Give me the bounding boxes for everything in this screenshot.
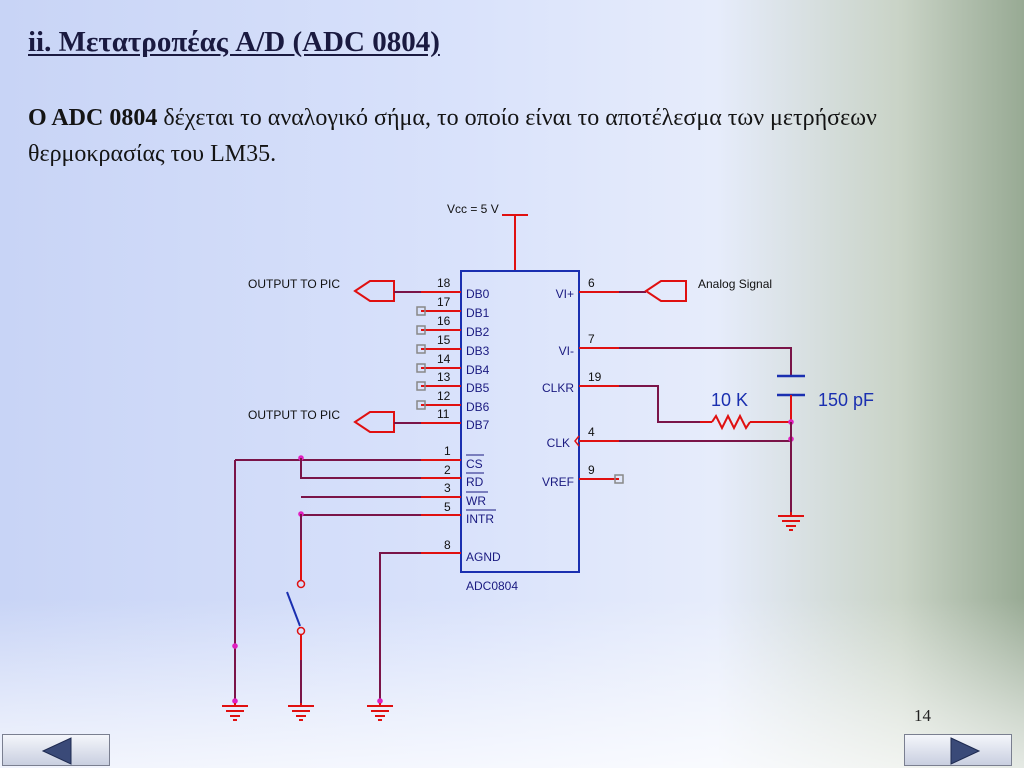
- next-slide-button[interactable]: [904, 734, 1012, 766]
- background-wash: [0, 598, 1024, 768]
- resistor-label: 10 K: [711, 390, 748, 410]
- slide-paragraph: O ADC 0804 δέχεται το αναλογικό σήμα, το…: [28, 100, 928, 172]
- pin-number: 11: [437, 407, 450, 421]
- switch-contact: [296, 626, 306, 636]
- left-triangle-icon: [41, 737, 72, 765]
- vcc-label: Vcc = 5 V: [447, 202, 499, 216]
- pin-number: 1: [444, 444, 451, 458]
- ground-symbol: [222, 703, 248, 721]
- clk-edge-marker: [574, 435, 580, 447]
- paragraph-text: δέχεται το αναλογικό σήμα, το οποίο είνα…: [28, 105, 877, 167]
- junction-node: [232, 698, 238, 704]
- no-connect-marker: [416, 306, 426, 316]
- pin-name: VI-: [559, 344, 574, 358]
- no-connect-marker: [416, 363, 426, 373]
- no-connect-marker: [614, 474, 624, 484]
- ground-symbol: [778, 512, 804, 531]
- analog-input: Analog Signal: [619, 277, 772, 302]
- no-connect-marker: [416, 381, 426, 391]
- chip-name: ADC0804: [466, 579, 518, 593]
- output-connectors: OUTPUT TO PIC OUTPUT TO PIC: [248, 277, 421, 433]
- right-triangle-icon: [950, 737, 981, 765]
- previous-slide-button[interactable]: [2, 734, 110, 766]
- pin-number: 8: [444, 538, 451, 552]
- ground-symbol: [288, 703, 314, 721]
- pin-number: 14: [437, 352, 451, 366]
- pin-name: DB2: [466, 325, 490, 339]
- pin-number: 19: [588, 370, 602, 384]
- wire: [619, 347, 792, 375]
- no-connect-marker: [416, 325, 426, 335]
- pin-name: RD: [466, 475, 484, 489]
- pin-name: DB7: [466, 418, 490, 432]
- pin-number: 3: [444, 481, 451, 495]
- output-label-bottom: OUTPUT TO PIC: [248, 408, 340, 422]
- pin-name: DB6: [466, 400, 490, 414]
- pin-name: CLKR: [542, 381, 574, 395]
- pin-number: 6: [588, 276, 595, 290]
- output-port-top: [353, 280, 395, 302]
- no-connect-marker: [416, 344, 426, 354]
- paragraph-lead: O ADC 0804: [28, 105, 158, 131]
- adc-chip-body: [460, 270, 580, 573]
- pin-number: 5: [444, 500, 451, 514]
- analog-input-port: [644, 280, 687, 302]
- pin-number: 13: [437, 370, 451, 384]
- slide-title: ii. Μετατροπέας A/D (ADC 0804): [28, 26, 440, 58]
- wire: [300, 458, 421, 479]
- pin-number: 9: [588, 463, 595, 477]
- pin-number: 18: [437, 276, 451, 290]
- page-number: 14: [914, 706, 931, 725]
- pin-number: 2: [444, 463, 451, 477]
- pin-name: DB0: [466, 287, 490, 301]
- output-label-top: OUTPUT TO PIC: [248, 277, 340, 291]
- no-connect-marker: [416, 400, 426, 410]
- pin-number: 17: [437, 295, 451, 309]
- pin-number: 12: [437, 389, 451, 403]
- pin-name: WR: [466, 494, 486, 508]
- resistor-zigzag: [711, 413, 751, 431]
- capacitor-label: 150 pF: [818, 390, 874, 410]
- pin-name: VI+: [556, 287, 574, 301]
- pin-name: INTR: [466, 512, 494, 526]
- pin-name: VREF: [542, 475, 574, 489]
- pin-number: 15: [437, 333, 451, 347]
- pin-name: AGND: [466, 550, 501, 564]
- analog-signal-label: Analog Signal: [698, 277, 772, 291]
- pin-number: 16: [437, 314, 451, 328]
- junction-node: [232, 643, 238, 649]
- pin-number: 4: [588, 425, 595, 439]
- rc-network: 150 pF 10 K: [619, 347, 874, 515]
- output-port-bottom: [353, 411, 395, 433]
- left-pins: 18 17 16 15 14 13 12 11 1 2 3 5 8 DB0 DB…: [416, 276, 501, 564]
- ground-symbol: [367, 703, 393, 721]
- pin-name: CS: [466, 457, 483, 471]
- pin-name: DB3: [466, 344, 490, 358]
- switch-contact: [296, 579, 306, 589]
- pin-name: CLK: [547, 436, 570, 450]
- control-wiring: [232, 455, 421, 704]
- pin-name: DB5: [466, 381, 490, 395]
- pin-name: DB1: [466, 306, 490, 320]
- wire: [619, 385, 700, 423]
- right-pins: 6 7 19 4 9 VI+ VI- CLKR CLK VREF: [542, 276, 624, 489]
- wire: [379, 552, 421, 703]
- pin-name: DB4: [466, 363, 490, 377]
- junction-node: [377, 698, 383, 704]
- pin-number: 7: [588, 332, 595, 346]
- switch-blade: [286, 591, 301, 627]
